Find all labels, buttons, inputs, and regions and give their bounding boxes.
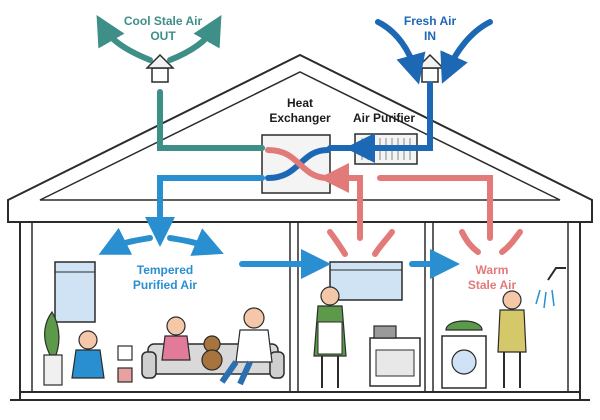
tempered-air-flow: [98, 175, 460, 279]
house-walls: [10, 222, 590, 401]
tempered-label-line1: Tempered: [136, 263, 194, 277]
cool-stale-air-label-line1: Cool Stale Air: [123, 14, 203, 28]
cool-stale-air-flow: [96, 14, 265, 151]
fresh-air-flow: [327, 19, 493, 163]
warm-stale-label-line2: Stale Air: [467, 278, 517, 292]
warm-stale-label-line1: Warm: [475, 263, 509, 277]
cool-stale-air-label: Cool Stale Air OUT: [108, 14, 218, 44]
tempered-label-line2: Purified Air: [132, 278, 198, 292]
bathroom-scene: [441, 267, 566, 389]
air-purifier-label: Air Purifier: [352, 111, 415, 125]
heat-exchanger-label: Heat Exchanger: [258, 96, 342, 126]
warm-stale-air-label: Warm Stale Air: [452, 263, 532, 293]
tempered-purified-air-label: Tempered Purified Air: [110, 263, 220, 293]
cool-stale-air-label-line2: OUT: [150, 29, 176, 43]
window-living-room: [54, 261, 96, 323]
warm-stale-air-flow: [319, 163, 523, 257]
fresh-air-label: Fresh Air IN: [390, 14, 470, 44]
intake-vent: [415, 53, 445, 83]
heat-exchanger-label-line1: Heat: [286, 96, 313, 110]
fresh-air-label-line2: IN: [424, 29, 436, 43]
living-room-family: [43, 307, 285, 386]
window-kitchen: [329, 261, 403, 301]
heat-exchanger-label-line2: Exchanger: [269, 111, 331, 125]
fresh-air-label-line1: Fresh Air: [403, 14, 457, 28]
exhaust-vent: [145, 53, 175, 83]
kitchen-scene: [313, 286, 421, 388]
